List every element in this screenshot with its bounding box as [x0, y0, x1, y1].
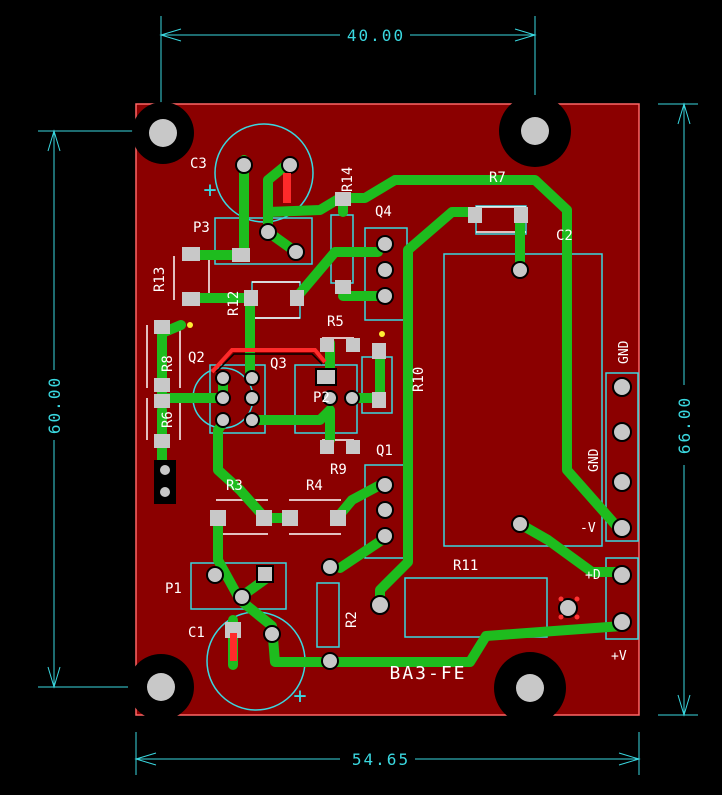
dimension-top-label: 40.00: [347, 26, 405, 45]
through-hole-pads: [155, 156, 632, 670]
mounting-holes: [128, 95, 571, 724]
label-p2: P2: [313, 390, 330, 406]
label-r7: R7: [489, 170, 506, 186]
label-r2: R2: [344, 611, 360, 628]
p1-square-pad: [256, 565, 274, 583]
label-r8: R8: [160, 355, 176, 372]
label-q1: Q1: [376, 443, 393, 459]
q3-square-pad: [315, 368, 337, 386]
label-plus-v: +V: [611, 649, 627, 664]
connector-labels: GND GND -V +D +V: [580, 340, 632, 664]
polarity-mark-c3: +: [203, 178, 216, 203]
label-p1: P1: [165, 581, 182, 597]
label-c1: C1: [188, 625, 205, 641]
label-c3: C3: [190, 156, 207, 172]
header-square-pad: [154, 460, 176, 504]
dimension-bottom-label: 54.65: [352, 750, 410, 769]
label-r13: R13: [152, 267, 168, 292]
label-q4: Q4: [375, 204, 392, 220]
board-outline: [135, 103, 640, 716]
bus-line: [210, 348, 327, 374]
label-r11: R11: [453, 558, 478, 574]
label-r6: R6: [160, 411, 176, 428]
yellow-marker: [187, 322, 193, 328]
dimension-left-label: 60.00: [45, 376, 64, 434]
label-gnd-middle: GND: [587, 448, 602, 472]
label-r14: R14: [340, 167, 356, 192]
dimension-lines: [38, 16, 698, 775]
board-name-label: BA3-FE: [389, 663, 466, 684]
label-plus-d: +D: [585, 568, 601, 583]
label-minus-v: -V: [580, 521, 596, 536]
silkscreen-labels: C3 P3 R14 Q4 R7 C2 R13 R12 R5 R8 Q2 Q3 R…: [152, 156, 573, 641]
label-r5: R5: [327, 314, 344, 330]
label-r4: R4: [306, 478, 323, 494]
label-p3: P3: [193, 220, 210, 236]
label-q2: Q2: [188, 350, 205, 366]
label-r9: R9: [330, 462, 347, 478]
smd-pads: [154, 192, 528, 638]
label-r10: R10: [411, 367, 427, 392]
label-r3: R3: [226, 478, 243, 494]
polarity-mark-c1: +: [293, 684, 306, 709]
label-q3: Q3: [270, 356, 287, 372]
label-r12: R12: [226, 291, 242, 316]
yellow-marker: [379, 331, 385, 337]
label-gnd-top: GND: [617, 340, 632, 364]
dimension-right-label: 66.00: [675, 396, 694, 454]
label-c2: C2: [556, 228, 573, 244]
